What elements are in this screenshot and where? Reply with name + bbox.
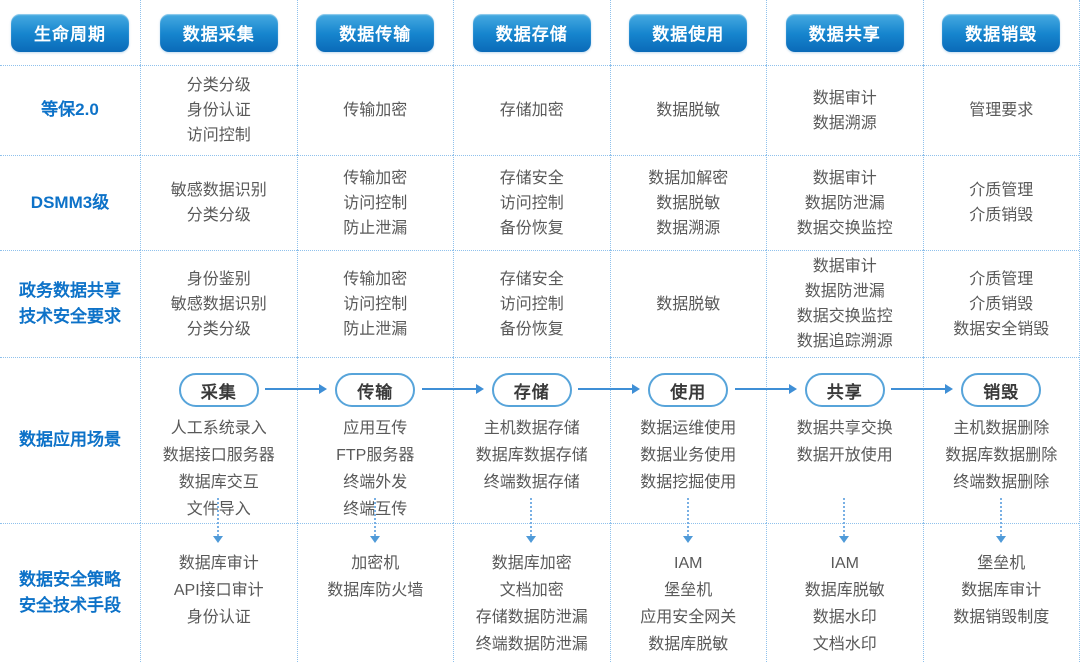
- row-label-djbp20: 等保2.0: [0, 65, 140, 155]
- stage-header-button-usage: 数据使用: [629, 13, 748, 52]
- table-cell: 管理要求: [922, 65, 1079, 155]
- scenario-cell-usage: 使用 数据运维使用 数据业务使用 数据挖掘使用: [609, 357, 766, 523]
- row-label-dsmm3: DSMM3级: [0, 155, 140, 250]
- flow-arrow-icon: [422, 384, 484, 394]
- down-arrow-icon: [839, 498, 849, 543]
- stage-pill-sharing: 共享: [804, 373, 885, 407]
- table-cell: 存储安全 访问控制 备份恢复: [453, 155, 610, 250]
- stage-header-button-destruction: 数据销毁: [942, 13, 1061, 52]
- table-cell: 身份鉴别 敏感数据识别 分类分级: [140, 250, 297, 357]
- stage-pill-storage: 存储: [491, 373, 572, 407]
- header-cell-collection: 数据采集: [140, 0, 297, 65]
- table-cell: 存储安全 访问控制 备份恢复: [453, 250, 610, 357]
- down-arrow-icon: [526, 498, 536, 543]
- scenario-list: 数据共享交换 数据开放使用: [796, 420, 893, 464]
- row-label-gov-data-sharing: 政务数据共享 技术安全要求: [0, 250, 140, 357]
- flow-arrow-icon: [891, 384, 953, 394]
- row-label-security-measures: 数据安全策略 安全技术手段: [0, 523, 140, 662]
- table-cell: 分类分级 身份认证 访问控制: [140, 65, 297, 155]
- scenario-list: 数据运维使用 数据业务使用 数据挖掘使用: [640, 420, 737, 491]
- table-cell: 数据审计 数据溯源: [766, 65, 923, 155]
- measure-cell-collection: 数据库审计 API接口审计 身份认证: [140, 523, 297, 662]
- measure-cell-sharing: IAM 数据库脱敏 数据水印 文档水印: [766, 523, 923, 662]
- row-label-application-scenarios: 数据应用场景: [0, 357, 140, 523]
- measure-cell-storage: 数据库加密 文档加密 存储数据防泄漏 终端数据防泄漏: [453, 523, 610, 662]
- table-cell: 数据脱敏: [609, 65, 766, 155]
- header-cell-lifecycle: 生命周期: [0, 0, 140, 65]
- stage-header-button-sharing: 数据共享: [785, 13, 904, 52]
- table-cell: 传输加密 访问控制 防止泄漏: [296, 250, 453, 357]
- header-cell-usage: 数据使用: [609, 0, 767, 65]
- table-cell: 数据加解密 数据脱敏 数据溯源: [609, 155, 766, 250]
- scenario-list: 主机数据存储 数据库数据存储 终端数据存储: [475, 420, 588, 491]
- scenario-cell-destruction: 销毁 主机数据删除 数据库数据删除 终端数据删除: [922, 357, 1079, 523]
- flow-arrow-icon: [735, 384, 797, 394]
- table-cell: 数据脱敏: [609, 250, 766, 357]
- measure-cell-destruction: 堡垒机 数据库审计 数据销毁制度: [922, 523, 1079, 662]
- stage-pill-destruction: 销毁: [961, 373, 1042, 407]
- scenario-cell-collection: 采集 人工系统录入 数据接口服务器 数据库交互 文件导入: [140, 357, 297, 523]
- table-cell: 介质管理 介质销毁: [922, 155, 1079, 250]
- scenario-cell-transmission: 传输 应用互传 FTP服务器 终端外发 终端互传: [296, 357, 453, 523]
- table-cell: 敏感数据识别 分类分级: [140, 155, 297, 250]
- table-cell: 数据审计 数据防泄漏 数据交换监控: [766, 155, 923, 250]
- scenario-cell-sharing: 共享 数据共享交换 数据开放使用: [766, 357, 923, 523]
- header-cell-sharing: 数据共享: [766, 0, 923, 65]
- table-cell: 存储加密: [453, 65, 610, 155]
- down-arrow-icon: [683, 498, 693, 543]
- stage-pill-transmission: 传输: [335, 373, 416, 407]
- header-cell-transmission: 数据传输: [296, 0, 454, 65]
- down-arrow-icon: [996, 498, 1006, 543]
- flow-arrow-icon: [265, 384, 327, 394]
- stage-header-button-transmission: 数据传输: [316, 13, 435, 52]
- lifecycle-header-button: 生命周期: [11, 13, 129, 52]
- table-cell: 介质管理 介质销毁 数据安全销毁: [922, 250, 1079, 357]
- down-arrow-icon: [370, 498, 380, 543]
- header-cell-storage: 数据存储: [453, 0, 610, 65]
- measure-cell-usage: IAM 堡垒机 应用安全网关 数据库脱敏: [609, 523, 766, 662]
- scenario-list: 应用互传 FTP服务器 终端外发 终端互传: [336, 420, 415, 518]
- scenario-list: 主机数据删除 数据库数据删除 终端数据删除: [945, 420, 1058, 491]
- table-cell: 传输加密 访问控制 防止泄漏: [296, 155, 453, 250]
- flow-arrow-icon: [578, 384, 640, 394]
- stage-pill-collection: 采集: [178, 373, 259, 407]
- stage-header-button-collection: 数据采集: [159, 13, 278, 52]
- scenario-cell-storage: 存储 主机数据存储 数据库数据存储 终端数据存储: [453, 357, 610, 523]
- stage-header-button-storage: 数据存储: [472, 13, 591, 52]
- scenario-list: 人工系统录入 数据接口服务器 数据库交互 文件导入: [162, 420, 275, 518]
- table-cell: 数据审计 数据防泄漏 数据交换监控 数据追踪溯源: [766, 250, 923, 357]
- measure-cell-transmission: 加密机 数据库防火墙: [296, 523, 453, 662]
- table-cell: 传输加密: [296, 65, 453, 155]
- down-arrow-icon: [213, 498, 223, 543]
- stage-pill-usage: 使用: [648, 373, 729, 407]
- header-cell-destruction: 数据销毁: [922, 0, 1080, 65]
